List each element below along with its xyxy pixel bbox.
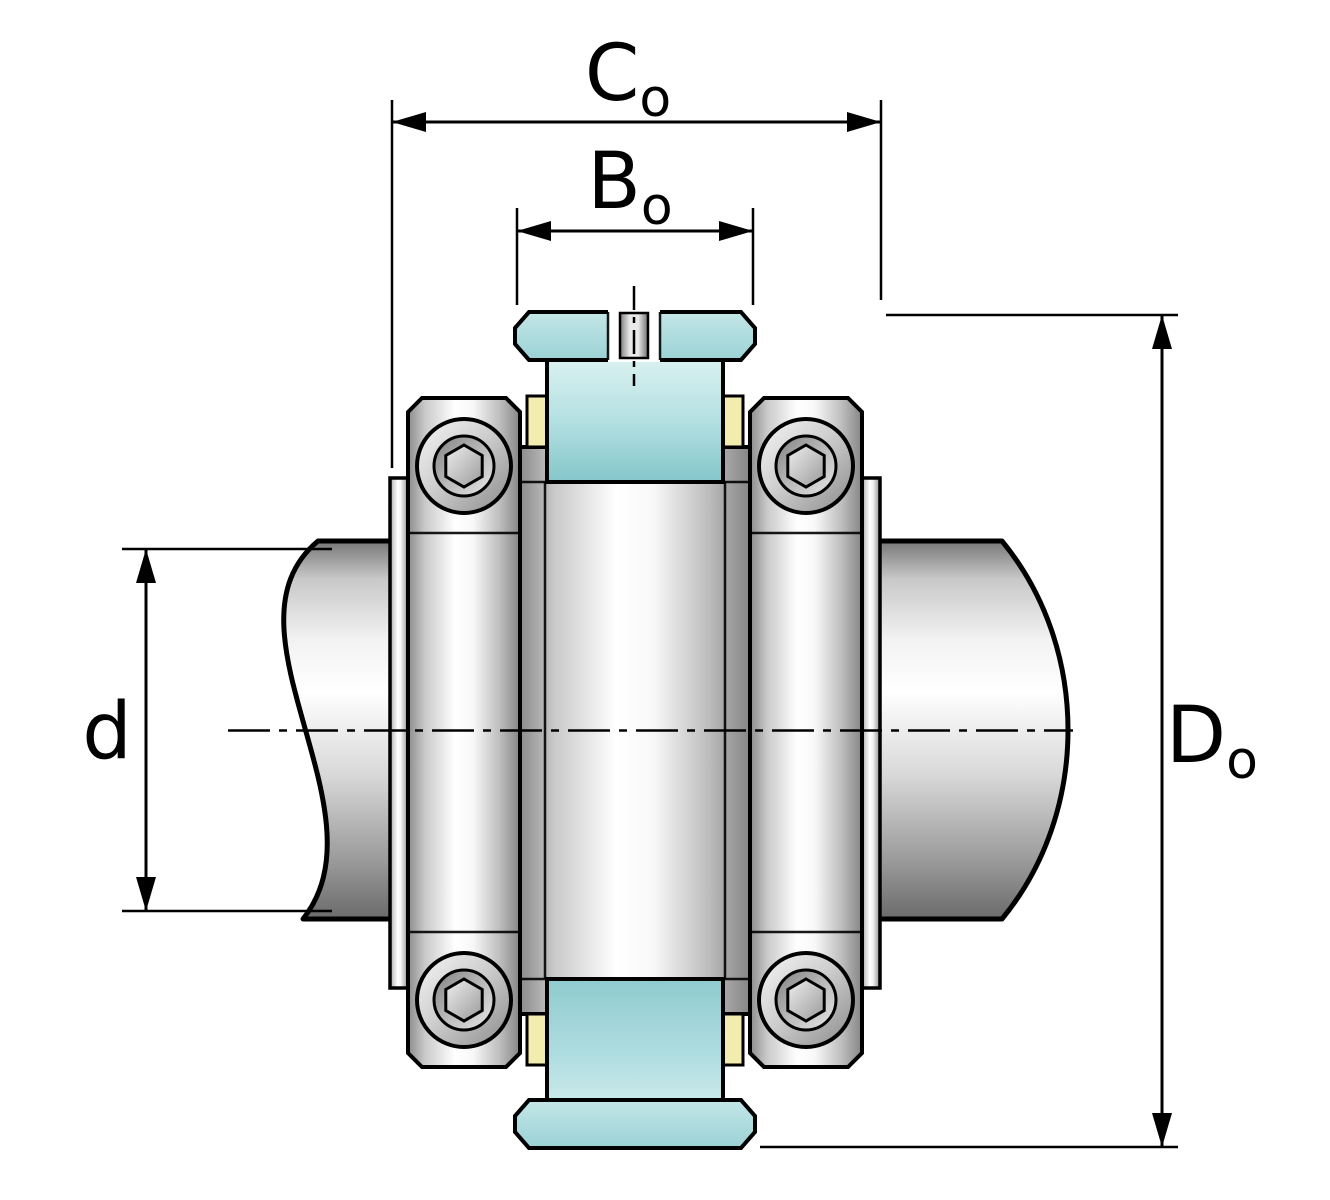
cap-screw-bottom-left bbox=[415, 951, 513, 1049]
seal-block-top-left bbox=[525, 394, 549, 449]
cap-screw-bottom-right bbox=[757, 951, 855, 1049]
dim-label-Do: Do bbox=[1166, 691, 1258, 791]
dimension-outer-diameter: Do bbox=[760, 313, 1258, 1149]
dimension-fitting-width: Bo bbox=[515, 137, 755, 305]
centerlines bbox=[228, 286, 1073, 732]
grease-fitting-top bbox=[513, 309, 757, 484]
dimension-shaft-diameter: d bbox=[82, 547, 332, 913]
grease-fitting-bottom bbox=[513, 977, 757, 1150]
dim-label-d: d bbox=[82, 687, 132, 777]
fitting-cap-bottom bbox=[513, 1098, 757, 1150]
left-clamp-ring bbox=[406, 396, 522, 1069]
left-flange-edge bbox=[388, 476, 410, 990]
dimension-housing-width: Co bbox=[390, 29, 883, 468]
housing-assembly bbox=[388, 309, 882, 1150]
cap-screw-top-left bbox=[415, 417, 513, 515]
right-clamp-ring bbox=[748, 396, 864, 1069]
seal-block-bottom-left bbox=[525, 1012, 549, 1067]
dim-label-Co: Co bbox=[585, 29, 671, 129]
seal-block-top-right bbox=[721, 394, 745, 449]
cap-screw-top-right bbox=[757, 417, 855, 515]
seal-block-bottom-right bbox=[721, 1012, 745, 1067]
dim-label-Bo: Bo bbox=[587, 137, 672, 237]
right-flange-edge bbox=[860, 476, 882, 990]
fitting-body-bottom bbox=[545, 977, 725, 1103]
